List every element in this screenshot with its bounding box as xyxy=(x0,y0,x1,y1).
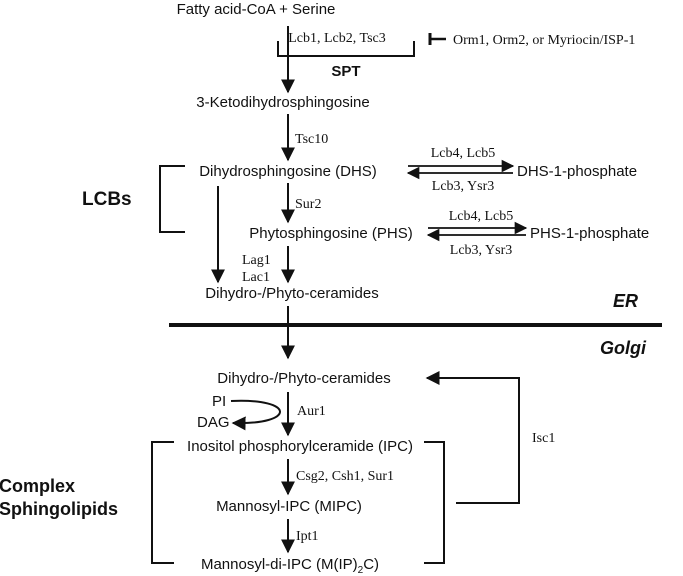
lag1-label: Lag1 xyxy=(242,253,271,268)
spt-inhibitors-label: Orm1, Orm2, or Myriocin/ISP-1 xyxy=(453,33,635,48)
node-ceramides-er: Dihydro-/Phyto-ceramides xyxy=(205,285,378,302)
spt-bracket xyxy=(277,41,415,57)
node-mipc: Mannosyl-IPC (MIPC) xyxy=(216,498,362,515)
node-mip2c-sub: 2 xyxy=(358,565,364,576)
node-ipc: Inositol phosphorylceramide (IPC) xyxy=(187,438,413,455)
node-mip2c-prefix: Mannosyl-di-IPC (M(IP) xyxy=(201,556,358,573)
node-ceramides-golgi: Dihydro-/Phyto-ceramides xyxy=(217,370,390,387)
dhs-kinase-label: Lcb4, Lcb5 xyxy=(431,146,496,161)
node-substrates: Fatty acid-CoA + Serine xyxy=(177,1,336,18)
er-label: ER xyxy=(613,291,638,311)
node-dhs: Dihydrosphingosine (DHS) xyxy=(199,163,377,180)
node-dag: DAG xyxy=(197,414,230,431)
sur2-label: Sur2 xyxy=(295,197,321,212)
complex-label-line1: Complex xyxy=(0,476,75,496)
node-mip2c-suffix: C) xyxy=(363,556,379,573)
dhs-phosphatase-label: Lcb3, Ysr3 xyxy=(432,179,494,194)
ipt1-label: Ipt1 xyxy=(296,529,319,544)
node-phs1p: PHS-1-phosphate xyxy=(530,225,649,242)
complex-label-line2: Sphingolipids xyxy=(0,499,118,519)
pi-dag-curve xyxy=(230,399,281,431)
lac1-label: Lac1 xyxy=(242,270,270,285)
golgi-label: Golgi xyxy=(600,338,647,358)
isc1-loop xyxy=(425,371,520,504)
lcbs-bracket xyxy=(159,165,185,233)
tsc10-label: Tsc10 xyxy=(295,132,328,147)
node-dhs1p: DHS-1-phosphate xyxy=(517,163,637,180)
isc1-label: Isc1 xyxy=(532,431,555,446)
complex-bracket-right xyxy=(424,441,445,564)
node-ketodhs: 3-Ketodihydrosphingosine xyxy=(196,94,369,111)
spt-label: SPT xyxy=(331,63,360,80)
complex-bracket-left xyxy=(151,441,174,564)
aur1-label: Aur1 xyxy=(297,404,326,419)
node-pi: PI xyxy=(212,393,226,410)
csg-label: Csg2, Csh1, Sur1 xyxy=(296,469,394,484)
lcbs-label: LCBs xyxy=(82,189,132,210)
node-mip2c: Mannosyl-di-IPC (M(IP)2C) xyxy=(201,556,379,576)
spt-subunits-label: Lcb1, Lcb2, Tsc3 xyxy=(288,31,386,46)
phs-kinase-label: Lcb4, Lcb5 xyxy=(449,209,514,224)
node-phs: Phytosphingosine (PHS) xyxy=(249,225,412,242)
phs-phosphatase-label: Lcb3, Ysr3 xyxy=(450,243,512,258)
